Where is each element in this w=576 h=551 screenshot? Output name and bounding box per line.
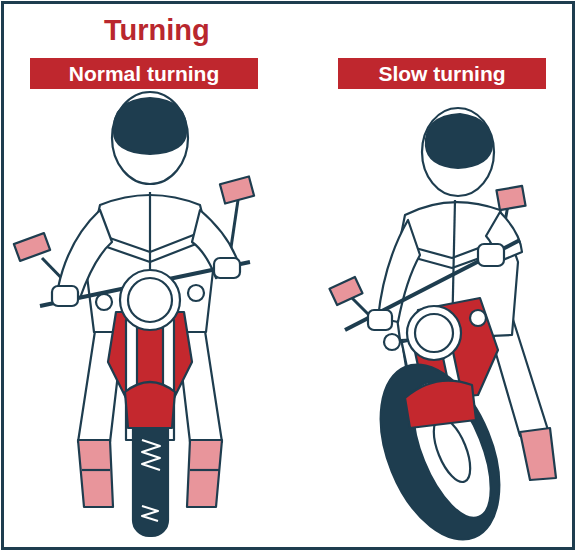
slow-turning-rider	[330, 108, 556, 551]
frame-border	[3, 3, 574, 549]
slow-turning-rider-part	[397, 372, 507, 528]
normal-turning-rider-part	[96, 294, 112, 310]
normal-turning-rider-part	[120, 270, 180, 330]
normal-turning-rider-part	[58, 210, 112, 298]
normal-turning-rider-part	[78, 440, 113, 507]
slow-turning-rider-part	[496, 186, 525, 210]
slow-turning-rider-part	[478, 244, 504, 266]
slow-turning-rider-part	[357, 347, 522, 551]
normal-turning-rider-part	[142, 506, 158, 521]
label-band: Normal turning	[30, 58, 258, 89]
normal-turning-rider	[14, 92, 254, 536]
slow-turning-rider-part	[378, 220, 420, 322]
normal-turning-rider-part	[114, 98, 186, 154]
slow-turning-rider-part	[407, 306, 461, 360]
band-text: Normal turning	[69, 62, 220, 86]
normal-turning-rider-part	[128, 278, 172, 322]
normal-turning-rider-part	[214, 258, 240, 278]
normal-turning-rider-part	[14, 233, 50, 261]
normal-turning-rider-part	[190, 469, 219, 471]
slow-turning-rider-part	[470, 310, 486, 326]
slow-turning-rider-part	[330, 277, 363, 305]
slow-turning-rider-part	[422, 108, 494, 196]
normal-turning-rider-part	[82, 469, 110, 471]
slow-turning-rider-part	[368, 310, 392, 330]
normal-turning-rider-part	[187, 440, 222, 507]
normal-turning-rider-part	[112, 92, 188, 184]
diagram-title: Turning	[104, 14, 210, 47]
slow-turning-rider-part	[415, 314, 453, 352]
slow-turning-rider-part	[405, 381, 476, 428]
label-band: Slow turning	[338, 58, 546, 89]
slow-turning-rider-part	[384, 334, 400, 350]
slow-turning-rider-part	[426, 114, 492, 168]
normal-turning-rider-part	[125, 382, 175, 428]
band-text: Slow turning	[378, 62, 505, 86]
normal-turning-rider-part	[52, 286, 78, 306]
normal-turning-rider-part	[220, 176, 254, 203]
normal-turning-rider-part	[142, 440, 160, 470]
slow-turning-rider-part	[520, 428, 556, 480]
normal-turning-rider-part	[188, 285, 204, 301]
